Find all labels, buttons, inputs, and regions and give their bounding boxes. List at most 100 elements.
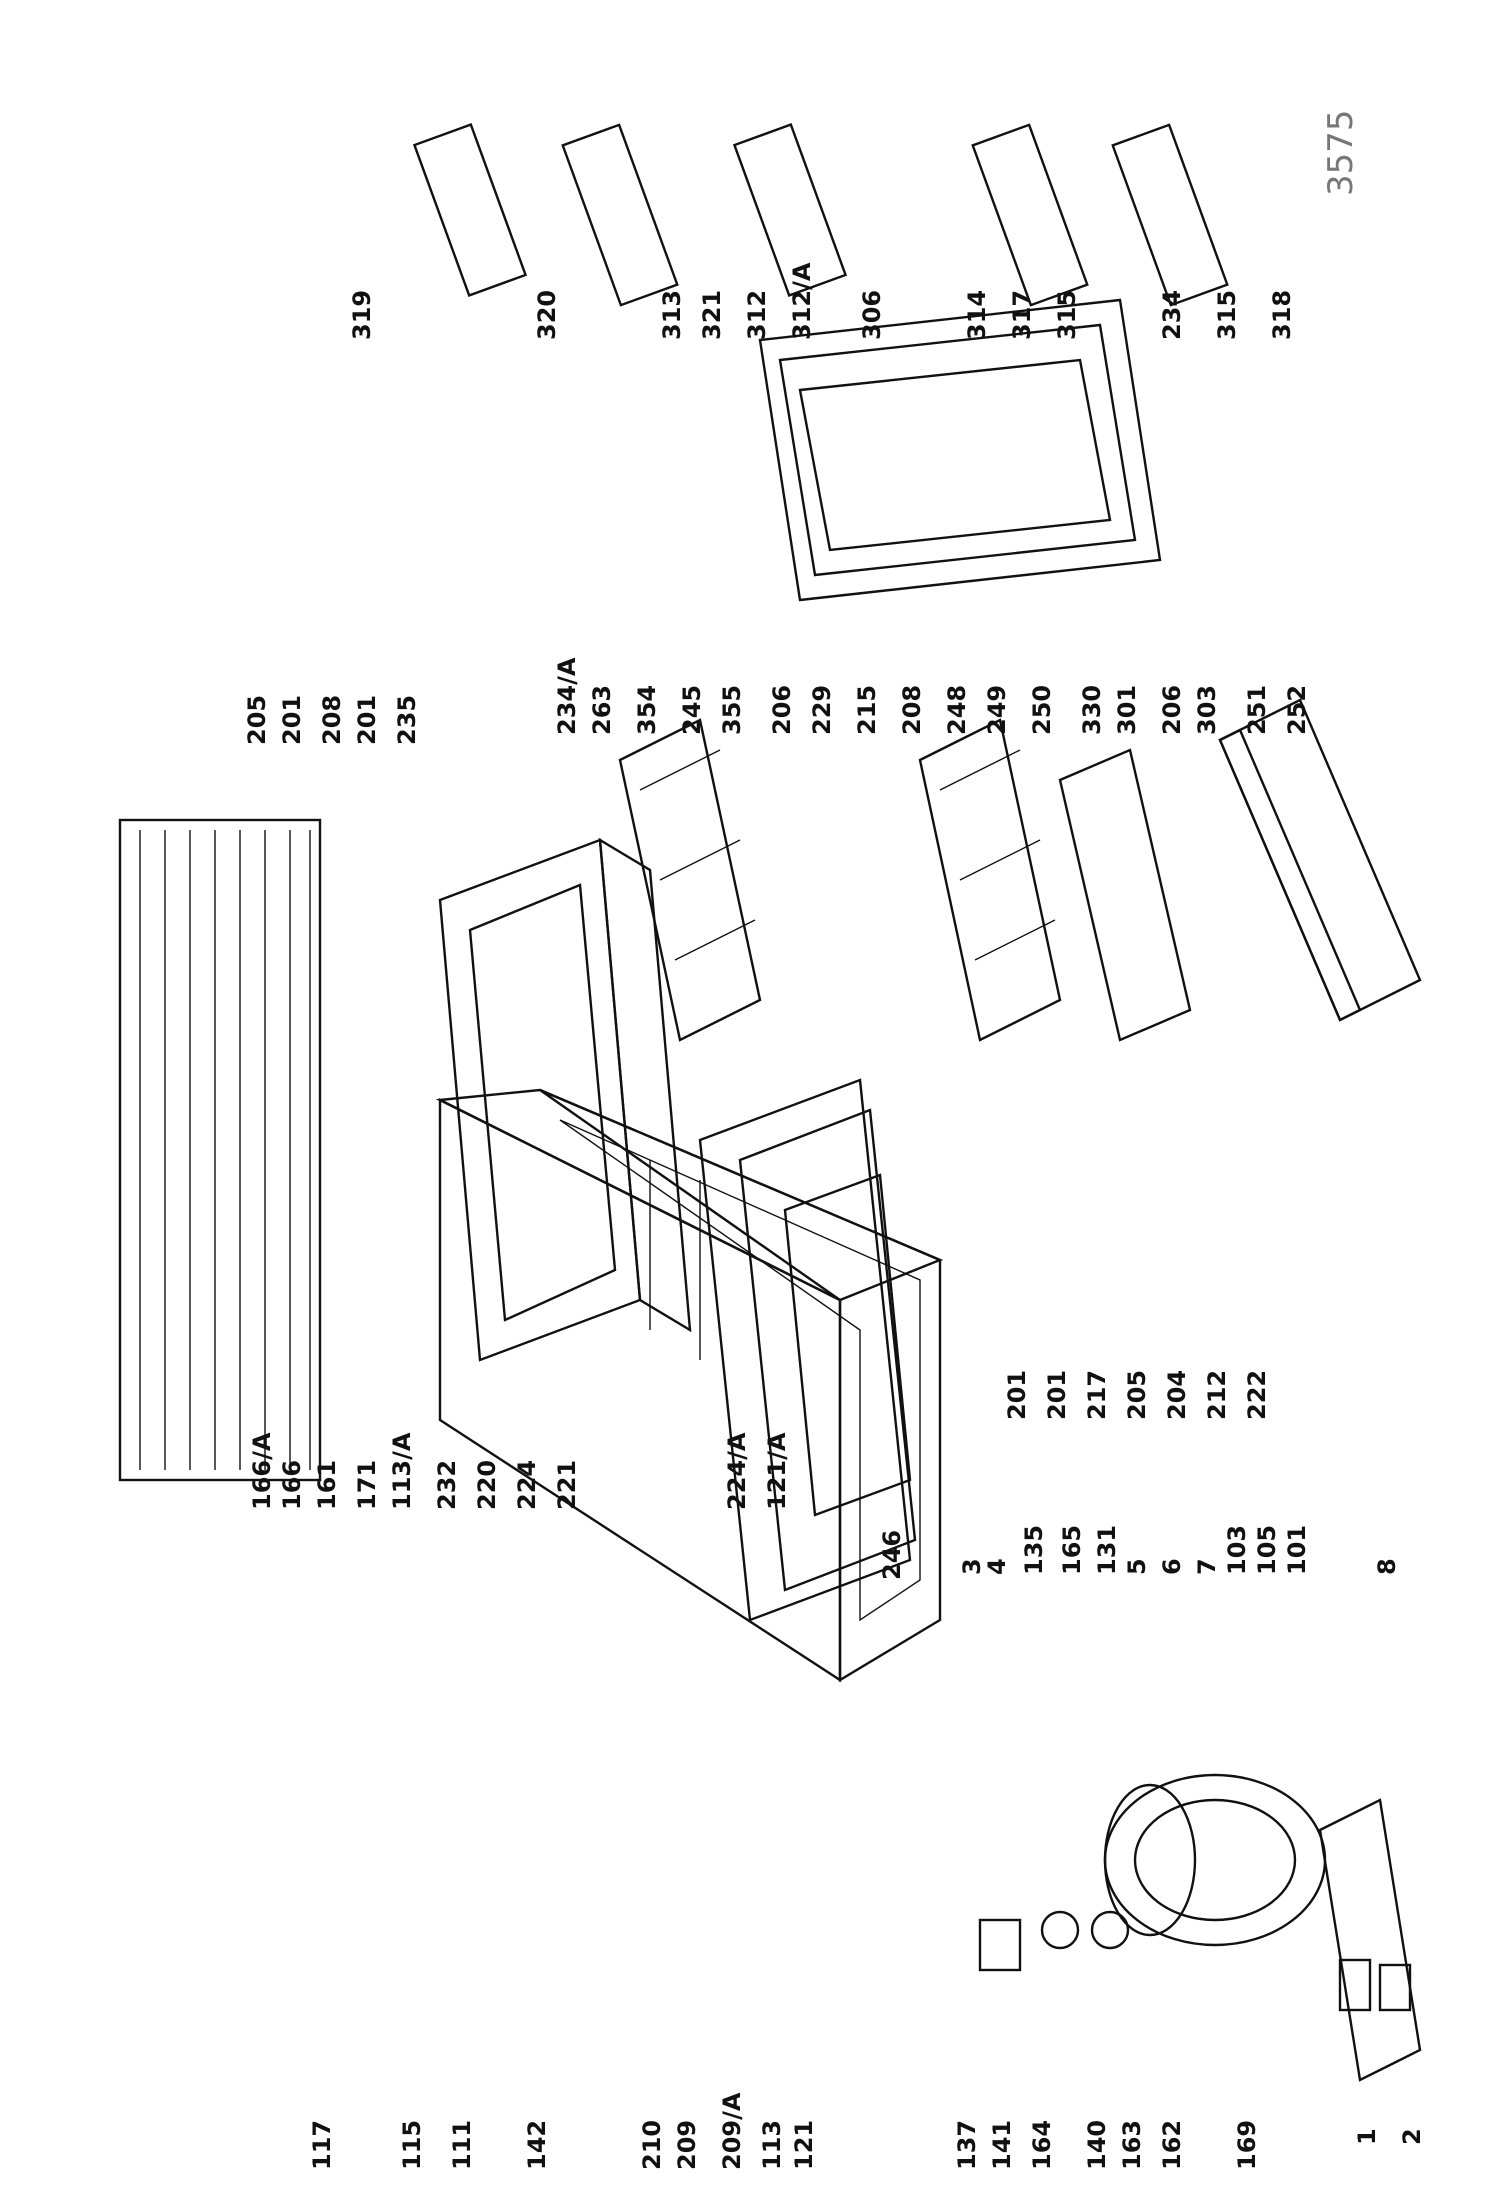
shelf-upper (618, 718, 762, 1042)
part-label: 113 (758, 2120, 786, 2170)
part-label: 205 (243, 695, 271, 745)
part-label: 115 (398, 2120, 426, 2170)
part-label: 206 (768, 685, 796, 735)
part-label: 321 (698, 290, 726, 340)
part-label: 313 (658, 290, 686, 340)
condenser-coil (118, 818, 322, 1482)
part-label: 354 (633, 685, 661, 735)
part-label: 162 (1158, 2120, 1186, 2170)
part-label: 131 (1093, 1525, 1121, 1575)
part-label: 306 (858, 290, 886, 340)
part-label: 246 (878, 1530, 906, 1580)
labels-cabinet-bottom-row: 201 201 217 205 204 212 222 (1003, 1370, 1271, 1420)
door-shelves (412, 123, 1229, 307)
part-label: 234 (1158, 290, 1186, 340)
part-label: 105 (1253, 1525, 1281, 1575)
part-label: 215 (853, 685, 881, 735)
part-label: 205 (1123, 1370, 1151, 1420)
part-label: 113/A (388, 1432, 416, 1510)
labels-cabinet-top-row: 205 201 208 201 235 (243, 695, 421, 745)
part-label: 317 (1008, 290, 1036, 340)
part-label: 232 (433, 1460, 461, 1510)
part-label: 164 (1028, 2120, 1056, 2170)
part-label: 210 (638, 2120, 666, 2170)
part-label: 208 (318, 695, 346, 745)
part-label: 222 (1243, 1370, 1271, 1420)
part-label: 166 (278, 1460, 306, 1510)
part-label: 141 (988, 2120, 1016, 2170)
part-label: 318 (1268, 290, 1296, 340)
part-label: 301 (1113, 685, 1141, 735)
part-label: 208 (898, 685, 926, 735)
part-label: 161 (313, 1460, 341, 1510)
shelf-lower (918, 718, 1062, 1042)
freezer-compartment (438, 837, 692, 1362)
part-label: 169 (1233, 2120, 1261, 2170)
compressor-base-plate (1318, 1798, 1422, 2082)
part-label: 206 (1158, 685, 1186, 735)
labels-top-left-row: 166/A 166 161 171 113/A 232 220 224 221 … (248, 1432, 791, 1510)
crisper-drawer (1218, 698, 1422, 1022)
part-label: 217 (1083, 1370, 1111, 1420)
small-electrical-parts (978, 1910, 1412, 2012)
part-label: 234/A (553, 657, 581, 735)
part-label: 314 (963, 290, 991, 340)
part-label: 8 (1373, 1558, 1401, 1575)
part-label: 3 (958, 1558, 986, 1575)
part-label: 312/A (788, 262, 816, 340)
part-label: 2 (1398, 2128, 1426, 2145)
part-label: 245 (678, 685, 706, 735)
labels-center-row: 234/A 263 354 245 355 206 229 215 208 24… (553, 657, 1311, 735)
diagram-code: 3575 (1321, 109, 1361, 196)
part-label: 163 (1118, 2120, 1146, 2170)
part-label: 201 (278, 695, 306, 745)
part-label: 315 (1053, 290, 1081, 340)
part-label: 6 (1158, 1558, 1186, 1575)
part-label: 315 (1213, 290, 1241, 340)
part-label: 220 (473, 1460, 501, 1510)
part-label: 224/A (723, 1432, 751, 1510)
part-label: 135 (1020, 1525, 1048, 1575)
part-label: 209/A (718, 2092, 746, 2170)
labels-bottom-row: 117 115 111 142 210 209 209/A 113 121 13… (308, 2092, 1426, 2170)
part-label: 121/A (763, 1432, 791, 1510)
part-label: 201 (353, 695, 381, 745)
part-label: 249 (983, 685, 1011, 735)
part-label: 263 (588, 685, 616, 735)
part-label: 212 (1203, 1370, 1231, 1420)
part-label: 209 (673, 2120, 701, 2170)
part-label: 303 (1193, 685, 1221, 735)
refrigerator-door (758, 298, 1162, 602)
refrigerator-cabinet (435, 1088, 944, 1683)
part-label: 165 (1058, 1525, 1086, 1575)
part-label: 221 (553, 1460, 581, 1510)
part-label: 201 (1043, 1370, 1071, 1420)
part-label: 140 (1083, 2120, 1111, 2170)
part-label: 355 (718, 685, 746, 735)
part-label: 1 (1353, 2128, 1381, 2145)
part-label: 319 (348, 290, 376, 340)
part-label: 229 (808, 685, 836, 735)
part-label: 330 (1078, 685, 1106, 735)
part-label: 171 (353, 1460, 381, 1510)
part-label: 121 (790, 2120, 818, 2170)
part-label: 5 (1123, 1558, 1151, 1575)
part-label: 111 (448, 2120, 476, 2170)
compressor (1103, 1773, 1327, 1947)
part-label: 251 (1243, 685, 1271, 735)
labels-door-row: 319 320 313 321 312 312/A 306 314 317 31… (348, 262, 1296, 340)
labels-mid-left-row: 246 3 4 135 165 131 5 6 7 103 105 101 8 (878, 1525, 1401, 1580)
part-label: 248 (943, 685, 971, 735)
part-label: 4 (983, 1558, 1011, 1575)
part-label: 137 (953, 2120, 981, 2170)
part-label: 204 (1163, 1370, 1191, 1420)
part-label: 224 (513, 1460, 541, 1510)
part-label: 235 (393, 695, 421, 745)
part-label: 250 (1028, 685, 1056, 735)
part-label: 166/A (248, 1432, 276, 1510)
part-label: 103 (1223, 1525, 1251, 1575)
part-label: 101 (1283, 1525, 1311, 1575)
part-label: 117 (308, 2120, 336, 2170)
freezer-door (698, 1078, 917, 1622)
